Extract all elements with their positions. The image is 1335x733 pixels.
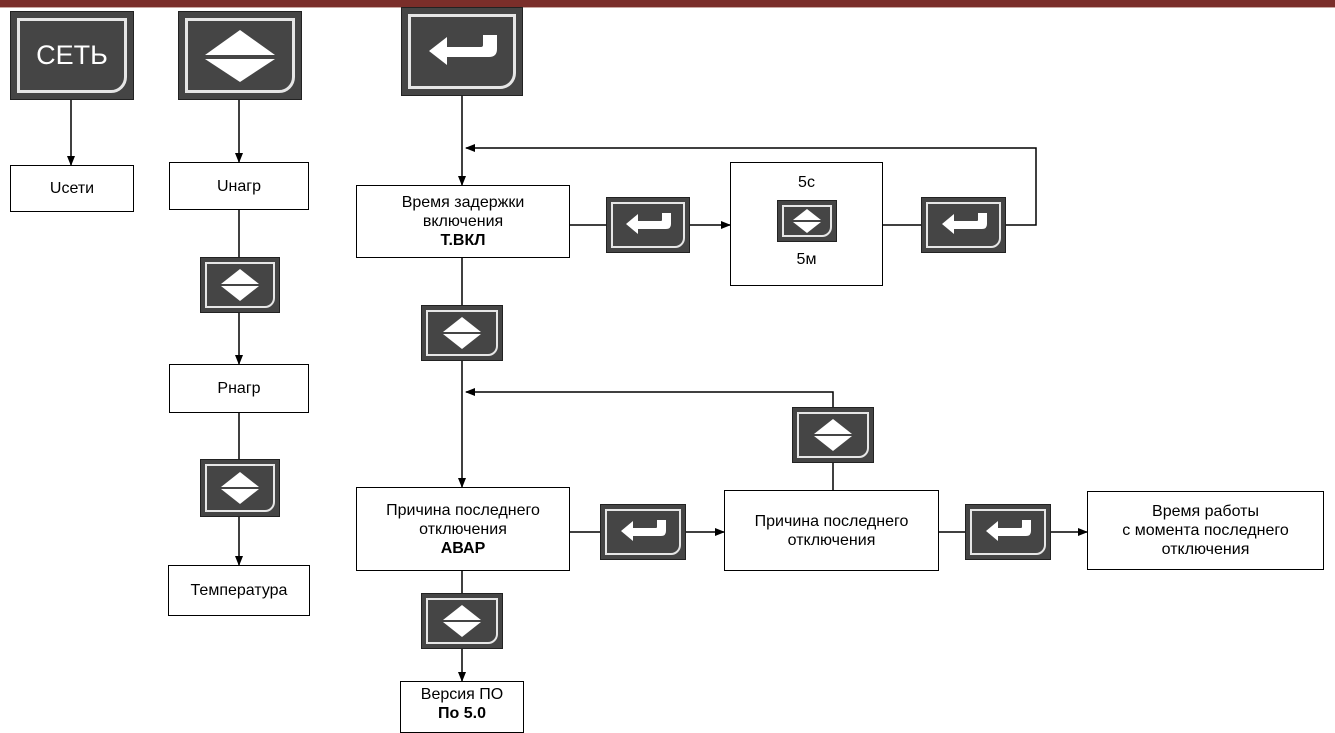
node-delay-line1: Время задержки <box>401 194 525 211</box>
enter-button-lasttrip[interactable] <box>600 504 686 560</box>
updown-icon <box>205 29 275 82</box>
node-delay-line2: включения <box>422 213 504 230</box>
updown-icon <box>792 209 821 233</box>
updown-icon <box>814 419 852 451</box>
updown-icon <box>221 269 259 301</box>
updown-button-trip-loop[interactable] <box>792 407 874 463</box>
updown-button-pload[interactable] <box>200 459 280 517</box>
updown-button-uload[interactable] <box>200 257 280 313</box>
node-temperature: Температура <box>168 565 310 616</box>
enter-button-trip[interactable] <box>965 504 1051 560</box>
node-last-trip-code: АВАР <box>440 539 486 557</box>
node-runtime-line1: Время работы <box>1152 503 1259 520</box>
node-version-code: По 5.0 <box>438 705 486 722</box>
network-button[interactable]: СЕТЬ <box>10 11 134 100</box>
updown-button-lasttrip[interactable] <box>421 593 503 649</box>
updown-button-top[interactable] <box>178 11 302 100</box>
node-runtime: Время работы с момента последнего отключ… <box>1087 491 1324 570</box>
node-temperature-label: Температура <box>190 582 288 599</box>
node-u-load: Uнагр <box>169 162 309 210</box>
top-bar-line <box>0 7 1335 8</box>
enter-icon <box>621 520 666 541</box>
edge-loop-delay <box>465 144 1037 226</box>
enter-icon <box>986 520 1031 541</box>
node-p-load: Pнагр <box>169 364 309 413</box>
node-delay: Время задержки включения Т.ВКЛ <box>356 185 570 258</box>
enter-button-top[interactable] <box>401 7 523 96</box>
node-runtime-line2: с момента последнего <box>1122 522 1289 539</box>
node-last-trip-line1: Причина последнего <box>386 501 540 519</box>
node-u-net: Uсети <box>10 165 134 212</box>
enter-icon <box>626 213 671 234</box>
updown-button-range[interactable] <box>776 200 837 242</box>
node-last-trip-line2: отключения <box>419 520 507 538</box>
updown-icon <box>443 605 481 637</box>
node-u-net-label: Uсети <box>49 180 95 197</box>
enter-button-delay[interactable] <box>606 197 690 253</box>
node-u-load-label: Uнагр <box>216 177 262 195</box>
node-trip-reason: Причина последнего отключения <box>724 490 939 571</box>
top-bar <box>0 0 1335 7</box>
enter-icon <box>429 34 497 65</box>
node-runtime-line3: отключения <box>1161 541 1250 558</box>
enter-button-range[interactable] <box>921 197 1006 253</box>
edge-loop-trip <box>465 388 834 407</box>
node-range: 5с 5м <box>730 162 883 286</box>
node-range-min: 5с <box>798 174 815 191</box>
node-trip-reason-line2: отключения <box>787 531 876 549</box>
node-range-max: 5м <box>796 251 817 268</box>
node-p-load-label: Pнагр <box>217 380 261 397</box>
updown-icon <box>443 317 481 349</box>
updown-button-delay[interactable] <box>421 305 503 361</box>
node-version-label: Версия ПО <box>420 686 504 703</box>
enter-icon <box>941 213 987 234</box>
node-version: Версия ПО По 5.0 <box>400 681 524 733</box>
node-delay-code: Т.ВКЛ <box>440 232 486 249</box>
node-last-trip: Причина последнего отключения АВАР <box>356 487 570 571</box>
network-button-label: СЕТЬ <box>36 40 108 70</box>
node-trip-reason-line1: Причина последнего <box>754 512 909 530</box>
updown-icon <box>221 472 259 504</box>
